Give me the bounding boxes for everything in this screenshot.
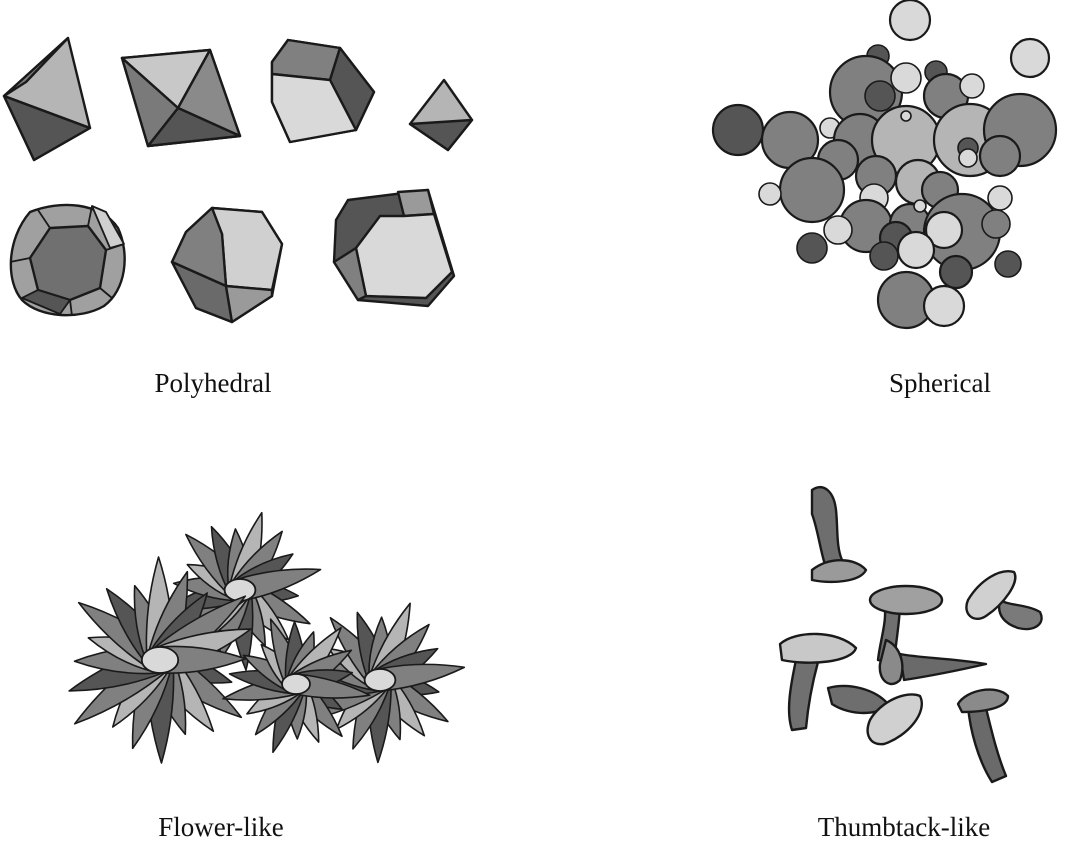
sphere-particle: [958, 148, 978, 168]
sphere-particle: [890, 62, 922, 94]
flower-like-group: [68, 511, 466, 764]
octahedron-crystal: [2, 36, 92, 162]
thumbtack-crystal: [778, 632, 858, 732]
sphere-particle: [987, 185, 1013, 211]
polyhedral-group: [2, 36, 474, 324]
sphere-particle: [823, 215, 853, 245]
label-polyhedral: Polyhedral: [154, 368, 272, 398]
flower-center: [281, 673, 311, 695]
flower-crystal: [68, 556, 252, 764]
sphere-particle: [924, 210, 964, 250]
petal: [236, 568, 322, 602]
rounded-polyhedron-crystal: [9, 203, 126, 317]
sphere-particle: [711, 103, 765, 157]
sphere-particle: [888, 0, 932, 42]
sphere-particle: [994, 250, 1022, 278]
sphere-particle: [896, 230, 936, 270]
petal: [377, 663, 466, 692]
petal: [293, 673, 371, 699]
sphere-particle: [900, 110, 912, 122]
sphere-particle: [922, 284, 966, 328]
flower-crystal: [222, 618, 371, 754]
octahedron-crystal: [120, 48, 242, 148]
sphere-particle: [1009, 37, 1051, 79]
sphere-particle: [758, 182, 782, 206]
cuboctahedron-crystal: [270, 38, 376, 144]
sphere-particle: [864, 80, 896, 112]
thumbtack-crystal: [956, 688, 1010, 784]
truncated-octahedron-crystal: [170, 206, 284, 324]
thumbtack-crystal: [878, 638, 988, 686]
label-spherical: Spherical: [889, 368, 991, 398]
flower-center: [363, 668, 397, 692]
sphere-particle: [981, 209, 1011, 239]
spherical-group: [711, 0, 1058, 330]
flower-crystal: [303, 602, 466, 764]
thumbtack-crystal: [826, 684, 923, 746]
sphere-particle: [913, 199, 927, 213]
sphere-particle: [869, 241, 899, 271]
sphere-particle: [938, 254, 974, 290]
thumbtack-crystal: [868, 584, 944, 666]
sphere-particle: [778, 156, 846, 224]
tetrahedron-crystal: [408, 78, 474, 152]
label-thumbtack-like: Thumbtack-like: [817, 812, 991, 842]
label-flower-like: Flower-like: [158, 812, 284, 842]
thumbtack-crystal: [965, 570, 1043, 631]
truncated-cube-crystal: [332, 188, 456, 308]
sphere-particle: [796, 232, 828, 264]
flower-center: [140, 646, 180, 674]
thumbtack-group: [778, 486, 1043, 784]
sphere-particle: [978, 134, 1022, 178]
sphere-particle: [959, 73, 985, 99]
thumbtack-crystal: [810, 486, 868, 584]
